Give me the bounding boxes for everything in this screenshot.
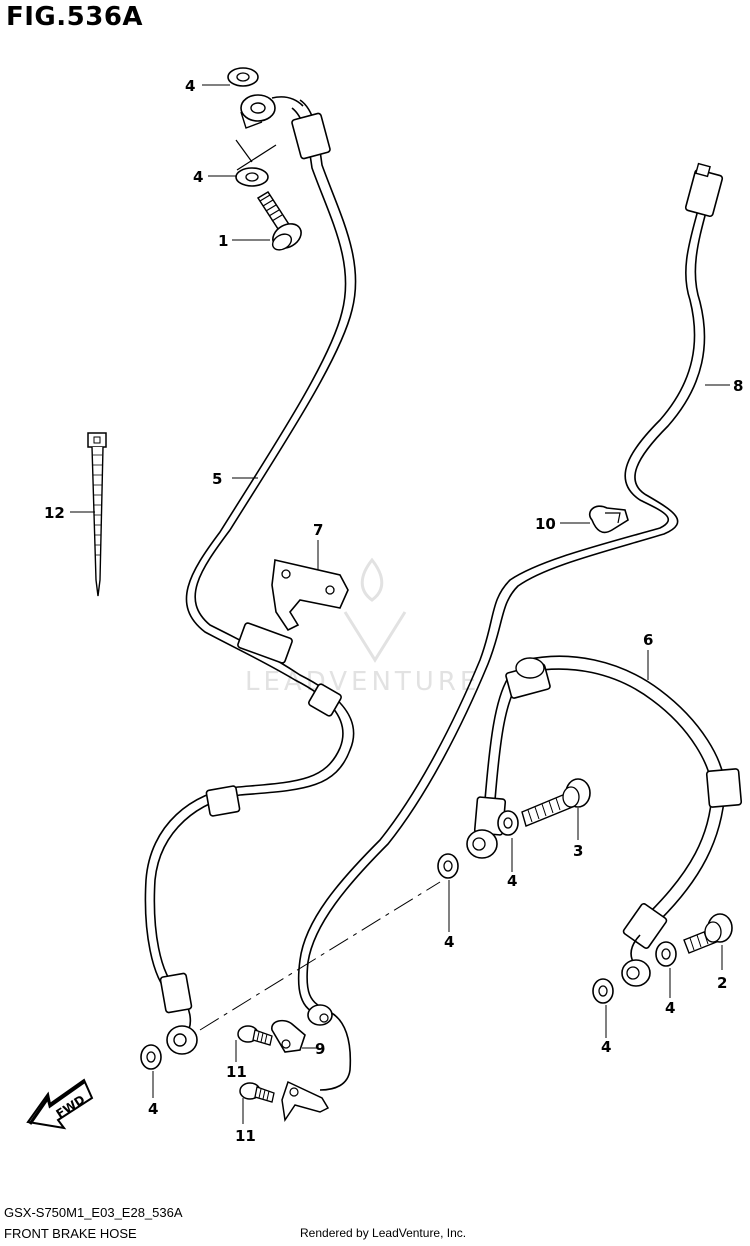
watermark-text: LEADVENTURE [245, 667, 480, 697]
leader-lines [70, 84, 730, 1124]
washer-4-mid-left[interactable] [497, 810, 519, 836]
hose-bracket-7[interactable] [271, 559, 349, 632]
callout-4-upper: 4 [193, 168, 203, 186]
sensor-lead-8[interactable] [281, 162, 724, 1123]
washer-4-upper-second[interactable] [235, 167, 269, 187]
union-bolt-3[interactable] [521, 778, 591, 827]
bolt-11-upper[interactable] [237, 1025, 273, 1046]
callout-11-upper: 11 [226, 1063, 247, 1081]
render-credit: Rendered by LeadVenture, Inc. [300, 1226, 467, 1240]
figure-title: FIG.536A [6, 2, 144, 32]
callout-2: 2 [717, 974, 727, 992]
union-bolt-1[interactable] [256, 190, 305, 253]
diagram-code: GSX-S750M1_E03_E28_536A [4, 1205, 183, 1220]
callout-9: 9 [315, 1040, 325, 1058]
washer-4-top[interactable] [227, 67, 259, 87]
callout-6: 6 [643, 631, 653, 649]
callout-1: 1 [218, 232, 228, 250]
bolt-11-lower[interactable] [239, 1082, 275, 1103]
washer-4-right-b[interactable] [592, 978, 614, 1004]
washer-4-right-a[interactable] [655, 941, 677, 967]
callout-4-right-a: 4 [665, 999, 675, 1017]
cable-tie-12[interactable] [87, 432, 107, 597]
callout-4-mid: 4 [507, 872, 517, 890]
wire-clamp-9[interactable] [271, 1019, 306, 1053]
callout-4-right-b: 4 [601, 1038, 611, 1056]
callout-7: 7 [313, 521, 323, 539]
callout-10: 10 [535, 515, 556, 533]
washer-4-left-bottom[interactable] [140, 1044, 162, 1070]
wire-clamp-10[interactable] [588, 505, 629, 534]
union-bolt-2[interactable] [683, 913, 733, 954]
forward-direction-arrow: FWD [26, 1078, 94, 1130]
callout-3: 3 [573, 842, 583, 860]
callout-4-left: 4 [148, 1100, 158, 1118]
watermark-logo [343, 557, 407, 663]
callout-5: 5 [212, 470, 222, 488]
callout-8: 8 [733, 377, 743, 395]
callout-11-lower: 11 [235, 1127, 256, 1145]
alignment-dashed-line [199, 881, 441, 1031]
diagram-name: FRONT BRAKE HOSE [4, 1226, 137, 1241]
callout-4-top: 4 [185, 77, 195, 95]
brake-hose-5[interactable] [144, 94, 357, 1055]
callout-4-center: 4 [444, 933, 454, 951]
callout-12: 12 [44, 504, 65, 522]
washer-4-center[interactable] [437, 853, 459, 879]
